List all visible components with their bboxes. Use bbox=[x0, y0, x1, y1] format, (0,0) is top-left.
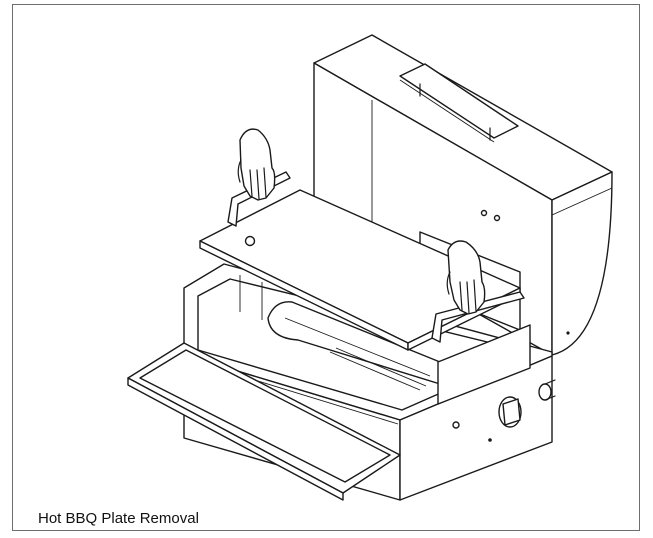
hand-icon bbox=[446, 240, 486, 315]
hand-icon bbox=[237, 128, 276, 201]
diagram-caption: Hot BBQ Plate Removal bbox=[38, 510, 199, 527]
lid-handle bbox=[399, 63, 519, 139]
bbq-hot-plate bbox=[199, 171, 531, 405]
front-shelf bbox=[127, 342, 401, 501]
control-knob-icon bbox=[498, 379, 556, 428]
